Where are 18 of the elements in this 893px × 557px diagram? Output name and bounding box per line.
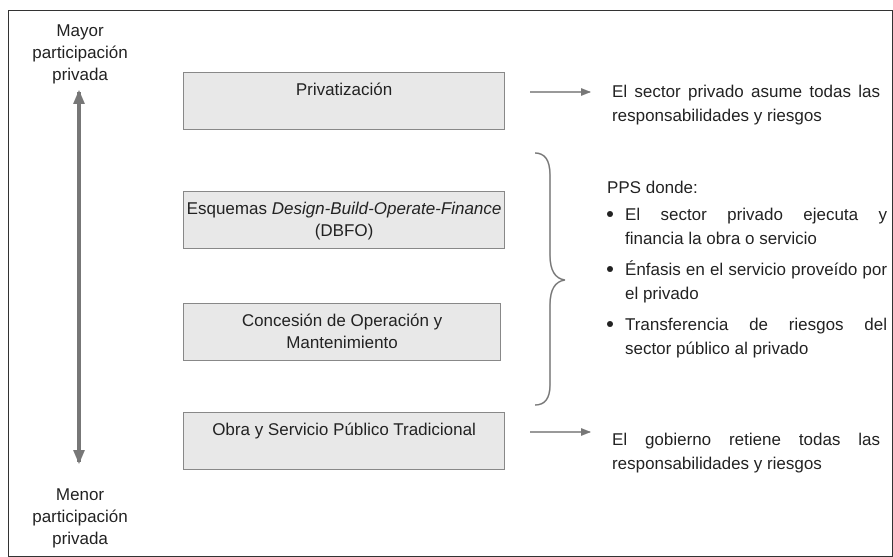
arrow (530, 428, 591, 436)
bullet-text: Énfasis en el servicio proveído por el privado (625, 259, 887, 305)
box-label: Obra y Servicio Público Tradicional (211, 419, 477, 441)
process-box (183, 72, 505, 130)
description-text: El sector privado asume todas las responsabilidades y riesgos (612, 80, 880, 155)
axis-label: Menor participación privada (31, 484, 129, 550)
heading-text: PPS donde: (607, 177, 699, 199)
box-label: Esquemas Design-Build-Operate-Finance (DBFO) (186, 198, 502, 242)
box-label: Privatización (294, 79, 394, 101)
process-box (183, 412, 505, 470)
process-box (183, 191, 505, 249)
box-label: Concesión de Operación y Mantenimiento (240, 310, 444, 354)
arrow (530, 88, 591, 96)
description-text: El gobierno retiene todas las responsabilidades y riesgos (612, 428, 880, 503)
axis-label: Mayor participación privada (31, 20, 129, 86)
bullet-text: Transferencia de riesgos del sector público al privado (625, 314, 887, 360)
process-box (183, 303, 501, 361)
bullet-text: El sector privado ejecuta y financia la obra o servicio (625, 204, 887, 250)
